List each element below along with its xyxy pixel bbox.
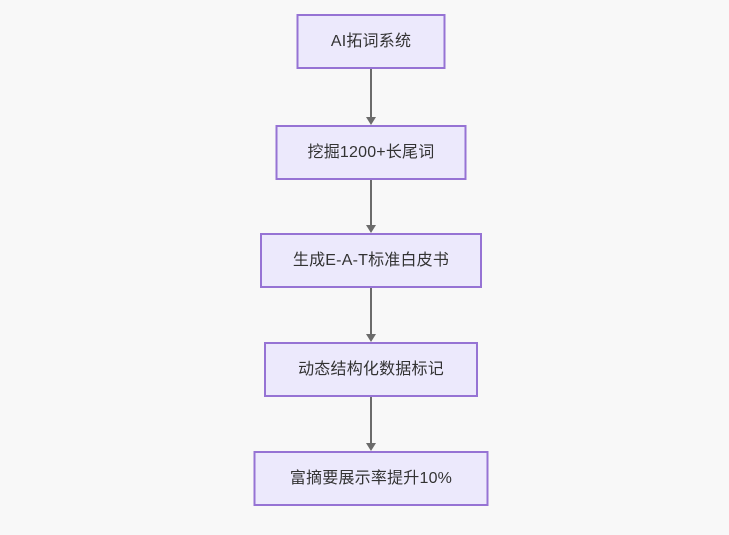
- flow-node-label: 富摘要展示率提升10%: [289, 469, 453, 487]
- flow-edge-4: [365, 397, 377, 451]
- edge-line: [370, 69, 372, 118]
- flow-node-2[interactable]: 挖掘1200+长尾词: [275, 125, 467, 180]
- edge-line: [370, 397, 372, 444]
- flow-node-4[interactable]: 动态结构化数据标记: [264, 342, 478, 397]
- flow-edge-2: [365, 180, 377, 233]
- flow-node-3[interactable]: 生成E-A-T标准白皮书: [260, 233, 482, 288]
- flow-edge-1: [365, 69, 377, 125]
- flow-node-label: 挖掘1200+长尾词: [307, 143, 435, 161]
- arrowhead-icon: [366, 117, 376, 125]
- arrowhead-icon: [366, 443, 376, 451]
- flow-node-1[interactable]: AI拓词系统: [296, 14, 446, 69]
- flow-edge-3: [365, 288, 377, 342]
- flow-node-label: 生成E-A-T标准白皮书: [292, 251, 450, 269]
- flow-node-5[interactable]: 富摘要展示率提升10%: [253, 451, 489, 506]
- flow-node-label: AI拓词系统: [330, 32, 412, 50]
- arrowhead-icon: [366, 225, 376, 233]
- edge-line: [370, 180, 372, 226]
- flow-node-label: 动态结构化数据标记: [298, 360, 444, 378]
- edge-line: [370, 288, 372, 335]
- arrowhead-icon: [366, 334, 376, 342]
